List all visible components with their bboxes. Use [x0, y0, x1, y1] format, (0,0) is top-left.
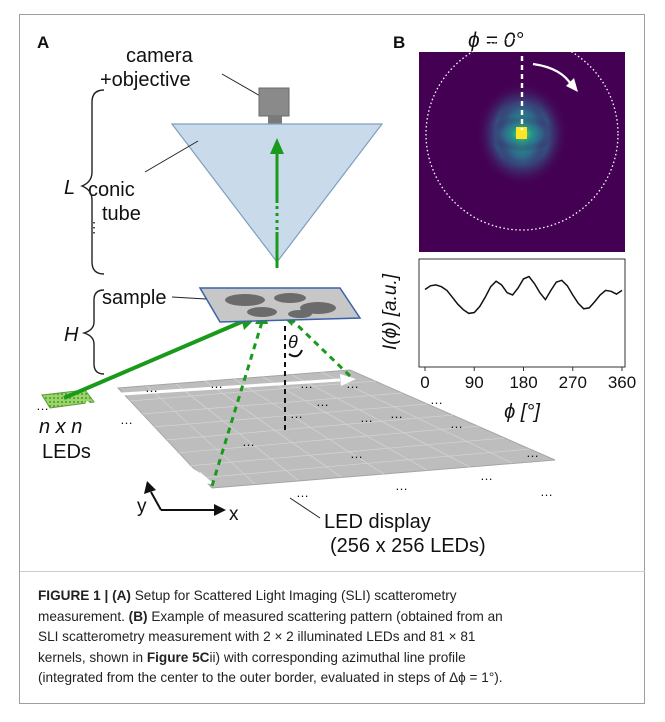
scan-arrow-y — [85, 400, 206, 480]
profile-y-label: I(ϕ) [a.u.] — [380, 273, 401, 350]
x-tick-label-180: 180 — [509, 373, 537, 392]
x-axis-arrowhead — [214, 504, 226, 516]
camera-leader-line — [221, 73, 263, 98]
conic-label-line1: conic — [88, 179, 135, 201]
svg-text:…: … — [316, 394, 329, 409]
brace-L — [80, 89, 105, 275]
x-tick-label-90: 90 — [465, 373, 484, 392]
beam-dashed-right — [290, 318, 352, 378]
brace-H — [81, 289, 105, 375]
x-axis-label: x — [229, 504, 239, 525]
conic-leader-line — [144, 140, 199, 173]
H-label: H — [64, 324, 79, 346]
y-axis-arrowhead — [144, 481, 156, 494]
caption-line-5: (integrated from the center to the outer… — [38, 670, 503, 685]
led-patch — [41, 389, 95, 409]
sample-label: sample — [102, 287, 166, 309]
azimuth-arrowhead — [566, 78, 578, 92]
svg-text:…: … — [390, 406, 403, 421]
caption-line-4: kernels, shown in Figure 5Cii) with corr… — [38, 648, 638, 669]
caption-line-1: FIGURE 1 | (A) Setup for Scattered Light… — [38, 586, 638, 607]
svg-text:…: … — [290, 406, 303, 421]
scan-arrow-x — [91, 378, 341, 398]
svg-text:…: … — [350, 446, 363, 461]
caption-line-2: measurement. (B) Example of measured sca… — [38, 607, 638, 628]
profile-curve — [424, 275, 623, 315]
caption-figure-label: FIGURE 1 | — [38, 588, 109, 603]
x-tick-label-270: 270 — [559, 373, 587, 392]
L-label: L — [64, 177, 75, 199]
caption-separator — [20, 571, 645, 572]
axis-arrowhead — [270, 138, 284, 154]
theta-label: θ — [288, 332, 298, 352]
svg-text:…: … — [450, 416, 463, 431]
scatter-center — [516, 127, 527, 139]
svg-text:…: … — [210, 376, 223, 391]
display-label-line1: LED display — [324, 511, 431, 533]
svg-text:…: … — [346, 376, 359, 391]
caption-line4-post: ii) with corresponding azimuthal line pr… — [209, 649, 466, 665]
figure-graphic: A camera +objective conic tube L ⋮ H — [36, 29, 636, 557]
led-grid-lines — [129, 371, 531, 485]
caption-b-label: (B) — [128, 608, 148, 624]
beam-solid — [63, 318, 247, 400]
caption-a-label: (A) — [112, 588, 131, 603]
y-axis-arrow — [150, 491, 162, 511]
display-label-line2: (256 x 256 LEDs) — [330, 535, 486, 557]
caption-a-text: Setup for Scattered Light Imaging (SLI) … — [130, 588, 457, 603]
svg-text:…: … — [300, 376, 313, 391]
profile-x-ticks: 0 90 180 270 360 — [420, 367, 636, 392]
svg-text:…: … — [395, 478, 408, 493]
panel-b-label: B — [393, 33, 405, 52]
profile-plot-frame — [418, 258, 626, 368]
svg-text:…: … — [120, 412, 133, 427]
scatter-cloud — [476, 82, 568, 186]
svg-text:…: … — [540, 484, 553, 499]
display-edge-dots: … … … … … … … … … … … … … … … … … … … — [36, 376, 553, 500]
display-leader-line — [289, 497, 321, 519]
conic-label-line2: tube — [102, 203, 141, 225]
outer-border-circle — [425, 37, 619, 231]
sample-leader-line — [171, 296, 207, 300]
caption-line4-pre: kernels, shown in — [38, 649, 147, 665]
L-dots: ⋮ — [87, 219, 101, 235]
caption-figure-ref[interactable]: Figure 5C — [146, 649, 210, 665]
y-axis-label: y — [137, 496, 147, 517]
camera-objective — [268, 116, 282, 124]
svg-text:…: … — [526, 445, 539, 460]
leds-label-line2: LEDs — [42, 441, 91, 463]
camera-label-line1: camera — [126, 45, 194, 67]
caption-line-3: SLI scatterometry measurement with 2 × 2… — [38, 629, 476, 644]
sample-plate — [198, 287, 362, 323]
svg-text:…: … — [360, 410, 373, 425]
scan-arrow-x-head — [340, 374, 356, 386]
leds-label-line1: n x n — [39, 416, 82, 438]
svg-text:…: … — [145, 380, 158, 395]
svg-text:…: … — [430, 392, 443, 407]
sample-texture — [225, 293, 336, 318]
svg-text:…: … — [480, 468, 493, 483]
svg-text:…: … — [36, 398, 49, 413]
figure-caption: FIGURE 1 | (A) Setup for Scattered Light… — [38, 586, 638, 689]
caption-b-text: Example of measured scattering pattern (… — [147, 608, 503, 624]
caption-line2-text: measurement. — [38, 608, 129, 624]
phi-zero-label: ϕ = 0° — [468, 29, 524, 52]
x-tick-label-0: 0 — [420, 373, 429, 392]
x-tick-label-360: 360 — [608, 373, 636, 392]
theta-arc — [288, 349, 303, 358]
profile-x-label: ϕ [°] — [504, 401, 540, 423]
camera-body — [258, 87, 290, 117]
svg-text:…: … — [242, 434, 255, 449]
svg-text:…: … — [296, 485, 309, 500]
scan-arrow-y-head — [197, 472, 214, 484]
camera-label-line2: +objective — [100, 69, 191, 91]
panel-a-label: A — [37, 33, 49, 52]
